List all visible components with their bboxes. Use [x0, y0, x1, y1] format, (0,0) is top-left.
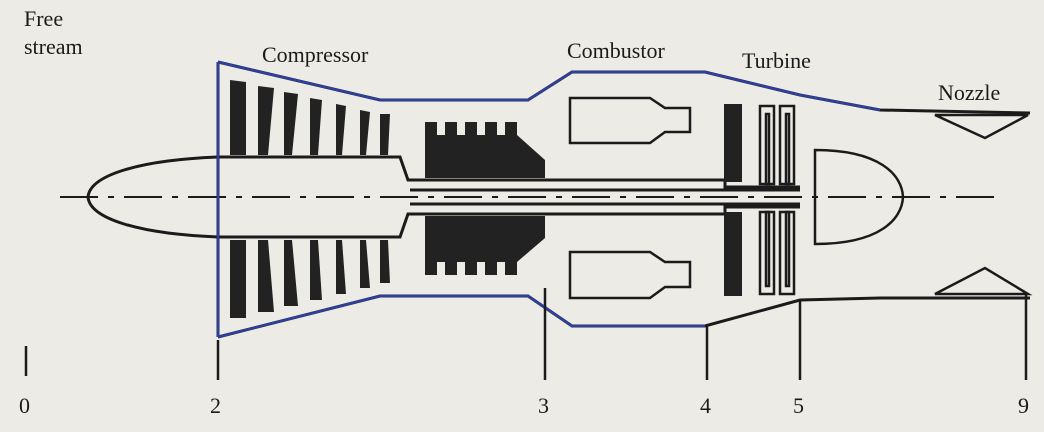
compressor-blades-upper	[230, 80, 390, 155]
hp-compressor-upper	[425, 122, 545, 178]
hp-compressor-lower	[425, 216, 545, 275]
station-0-label: 0	[19, 393, 30, 418]
turbine-stages-lower	[758, 210, 796, 296]
turbine-disk-upper	[724, 104, 742, 182]
combustor-label: Combustor	[567, 38, 665, 63]
casing-highlight-lower	[216, 62, 705, 337]
nozzle-label: Nozzle	[938, 80, 1001, 105]
free-stream-label-line2: stream	[24, 34, 83, 59]
station-3-label: 3	[538, 393, 549, 418]
station-4-label: 4	[700, 393, 711, 418]
compressor-blades-lower	[230, 240, 390, 318]
free-stream-label-line1: Free	[24, 6, 64, 31]
tail-cone	[813, 148, 905, 246]
turbine-stages-upper	[758, 104, 796, 186]
station-9-label: 9	[1018, 393, 1029, 418]
inlet-spinner	[86, 155, 219, 239]
nozzle-lip-upper	[934, 113, 1029, 140]
casing-outline-lower-black	[217, 294, 1030, 339]
turbine-label: Turbine	[742, 48, 811, 73]
station-markers	[24, 288, 1028, 380]
combustor-can-upper	[568, 96, 692, 145]
core-outline-lower	[218, 205, 800, 239]
free-stream-label: Free stream	[24, 6, 83, 60]
station-2-label: 2	[210, 393, 221, 418]
combustor-can-lower	[568, 250, 692, 300]
casing-highlight-upper	[217, 60, 881, 112]
core-outline-upper	[218, 155, 800, 189]
nozzle-lip-lower	[934, 266, 1033, 296]
casing-highlight-lower-2	[217, 294, 381, 339]
station-5-label: 5	[793, 393, 804, 418]
turbine-disk-lower	[724, 212, 742, 296]
compressor-label: Compressor	[262, 42, 369, 67]
